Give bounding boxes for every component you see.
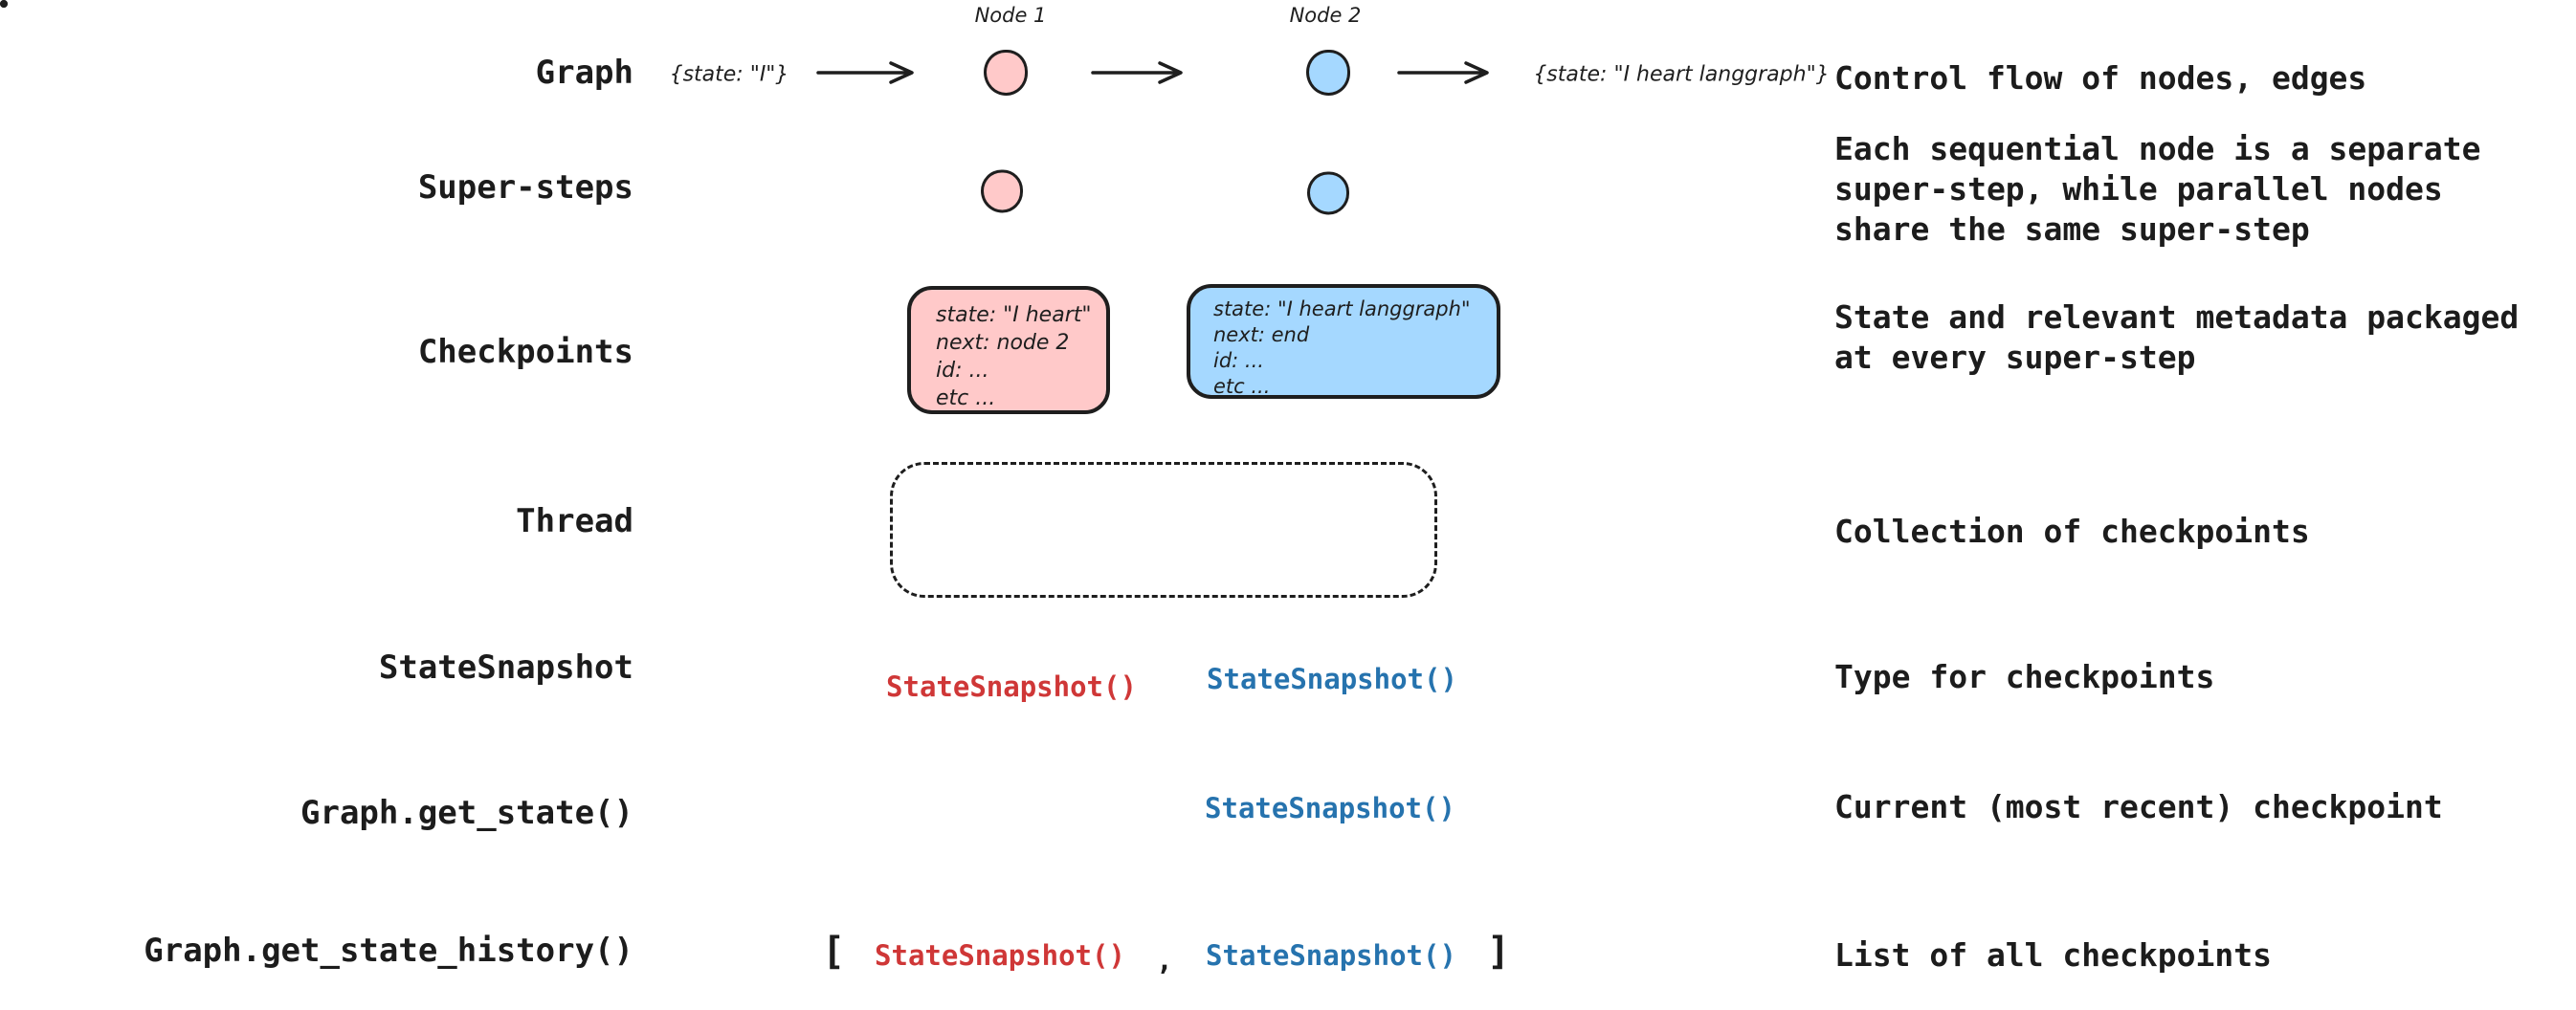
arrow-right-icon	[1397, 61, 1489, 84]
node2-label: Node 2	[1289, 4, 1362, 27]
checkpoint-line: id: ...	[936, 359, 989, 383]
super-step-2-circle	[1307, 171, 1349, 215]
row-desc-get-state-history: List of all checkpoints	[1834, 936, 2272, 974]
get-state-result-code: StateSnapshot()	[1205, 792, 1455, 824]
row-desc-statesnapshot: Type for checkpoints	[1834, 658, 2215, 695]
checkpoint-line: id: ...	[1213, 349, 1264, 372]
node1-circle	[984, 50, 1028, 96]
row-label-super-steps: Super-steps	[417, 168, 633, 207]
row-label-graph: Graph	[535, 54, 633, 92]
row-label-get-state: Graph.get_state()	[300, 794, 633, 832]
row-label-checkpoints: Checkpoints	[417, 333, 633, 371]
row-label-thread: Thread	[516, 502, 633, 540]
row-desc-super-steps: Each sequential node is a separate super…	[1834, 130, 2481, 248]
row-desc-thread: Collection of checkpoints	[1834, 513, 2310, 550]
super-step-1-circle	[981, 169, 1023, 213]
arrow-right-icon	[1091, 61, 1183, 84]
row-desc-get-state: Current (most recent) checkpoint	[1834, 788, 2443, 825]
history-snapshot-blue: StateSnapshot()	[1206, 939, 1456, 972]
history-close-bracket: ]	[1486, 930, 1511, 974]
row-label-statesnapshot: StateSnapshot	[378, 648, 633, 687]
checkpoint-line: state: "I heart langgraph"	[1213, 297, 1471, 320]
checkpoint-line: next: end	[1213, 323, 1310, 346]
row-desc-graph: Control flow of nodes, edges	[1834, 59, 2367, 97]
arrow-right-icon	[816, 61, 914, 84]
graph-input-state-annotation: {state: "I"}	[669, 62, 789, 87]
checkpoint-line: etc ...	[1213, 375, 1271, 398]
statesnapshot-blue-code: StateSnapshot()	[1207, 663, 1457, 695]
history-open-bracket: [	[821, 930, 846, 974]
node1-label: Node 1	[974, 4, 1047, 27]
history-comma: ,	[1156, 944, 1173, 977]
checkpoint-line: next: node 2	[936, 331, 1070, 355]
thread-dashed-container	[890, 462, 1437, 598]
checkpoint-line: etc ...	[936, 386, 996, 410]
checkpoint-card-node2: state: "I heart langgraph" next: end id:…	[1187, 284, 1500, 399]
row-label-get-state-history: Graph.get_state_history()	[144, 932, 633, 970]
node2-circle	[1306, 50, 1350, 96]
checkpoint-line: state: "I heart"	[936, 303, 1092, 327]
row-desc-checkpoints: State and relevant metadata packaged at …	[1834, 298, 2520, 376]
history-snapshot-red: StateSnapshot()	[875, 939, 1125, 972]
statesnapshot-red-code: StateSnapshot()	[886, 670, 1137, 703]
checkpoint-card-node1: state: "I heart" next: node 2 id: ... et…	[907, 286, 1110, 414]
graph-output-state-annotation: {state: "I heart langgraph"}	[1533, 62, 1830, 87]
thread-checkpoint-blue	[0, 0, 8, 8]
